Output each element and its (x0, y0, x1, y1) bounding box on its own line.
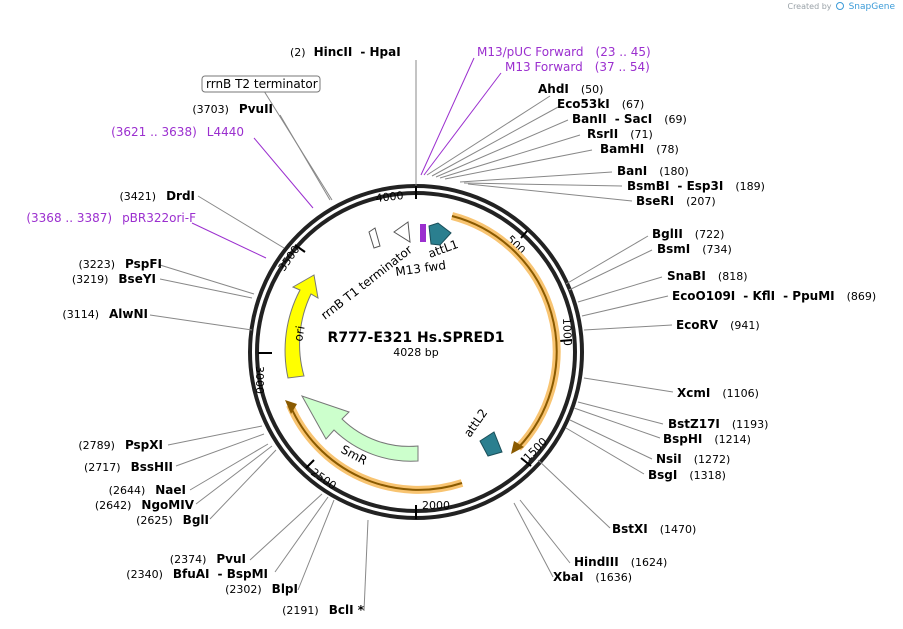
site-label: Eco53kI(67) (557, 97, 644, 111)
ruler-label: 2000 (422, 499, 450, 512)
orf-arc (285, 212, 561, 494)
site-label: (2717)BssHII (84, 460, 173, 474)
site-label: BseRI(207) (636, 194, 716, 208)
site-label: XbaI(1636) (553, 570, 632, 584)
site-label: EcoRV(941) (676, 318, 760, 332)
primer-label: (3368 .. 3387)pBR322ori-F (26, 211, 196, 225)
site-label: (3219)BseYI (72, 272, 156, 286)
watermark-brand: SnapGene (848, 2, 895, 12)
site-label: BsmI(734) (657, 242, 732, 256)
smr-feature (300, 395, 419, 462)
site-label: HindIII(1624) (574, 555, 667, 569)
site-label: BanI(180) (617, 164, 689, 178)
primer-label: M13 Forward(37 .. 54) (505, 60, 650, 74)
primer-lines (191, 57, 502, 259)
m13-fwd-feature (420, 224, 426, 242)
site-label: (2374)PvuI (170, 552, 246, 566)
site-label: BsgI(1318) (648, 468, 726, 482)
site-label: BamHI(78) (600, 142, 679, 156)
snapgene-logo-icon (836, 2, 845, 10)
ruler-label: 3000 (253, 366, 266, 394)
watermark-prefix: Created by (787, 2, 832, 11)
attl2-feature (479, 431, 503, 457)
t2-terminator-label: rrnB T2 terminator (206, 77, 318, 91)
site-label: (3703)PvuII (192, 102, 273, 116)
site-label: EcoO109I- KflI- PpuMI(869) (672, 289, 876, 303)
t2-terminator-callout: rrnB T2 terminator (201, 75, 321, 93)
t1-terminator-label: rrnB T1 terminator (318, 243, 415, 323)
site-label: (2191)BclI * (282, 603, 365, 617)
site-label: (2789)PspXI (78, 438, 163, 452)
site-label: BstXI(1470) (612, 522, 696, 536)
site-label: BanII- SacI(69) (572, 112, 687, 126)
site-label: RsrII(71) (587, 127, 653, 141)
plasmid-name: R777-E321 Hs.SPRED1 (328, 330, 505, 346)
site-label: NsiI(1272) (656, 452, 730, 466)
site-label: (2625)BglI (136, 513, 209, 527)
watermark: Created by SnapGene (787, 2, 895, 12)
site-label: BstZ17I(1193) (668, 417, 768, 431)
site-label: (3223)PspFI (78, 257, 162, 271)
attl1-feature (428, 222, 452, 246)
site-label: XcmI(1106) (677, 386, 759, 400)
ruler-label: 4000 (375, 189, 404, 205)
site-label: BglII(722) (652, 227, 724, 241)
site-labels-left: (2191)BclI * (2302)BlpI (2340)BfuAI- Bsp… (62, 102, 364, 617)
site-label: (2340)BfuAI- BspMI (126, 567, 268, 581)
site-label: (2642)NgoMIV (95, 498, 195, 512)
site-label: SnaBI(818) (667, 269, 748, 283)
t1-terminator-feature (393, 221, 411, 243)
site-label: (2644)NaeI (109, 483, 186, 497)
site-label: (3114)AlwNI (62, 307, 148, 321)
primer-label: (3621 .. 3638)L4440 (111, 125, 244, 139)
t2-terminator-feature (368, 227, 381, 249)
site-label: AhdI(50) (538, 82, 603, 96)
ruler-label: 1000 (560, 318, 574, 346)
plasmid-length: 4028 bp (393, 346, 438, 359)
attl2-label: attL2 (461, 406, 490, 440)
site-label: (3421)DrdI (119, 189, 195, 203)
site-labels-right: (2)HincII- HpaI AhdI(50) Eco53kI(67) Ban… (290, 45, 876, 584)
leader-lines (149, 60, 674, 612)
primer-label: M13/pUC Forward(23 .. 45) (477, 45, 651, 59)
site-label: BspHI(1214) (663, 432, 751, 446)
site-label: (2302)BlpI (225, 582, 298, 596)
ori-feature (284, 274, 319, 379)
site-label: BsmBI- Esp3I(189) (627, 179, 765, 193)
primer-labels: M13/pUC Forward(23 .. 45) M13 Forward(37… (26, 45, 650, 225)
ori-label: ori (291, 325, 307, 343)
site-label: (2)HincII- HpaI (290, 45, 401, 59)
